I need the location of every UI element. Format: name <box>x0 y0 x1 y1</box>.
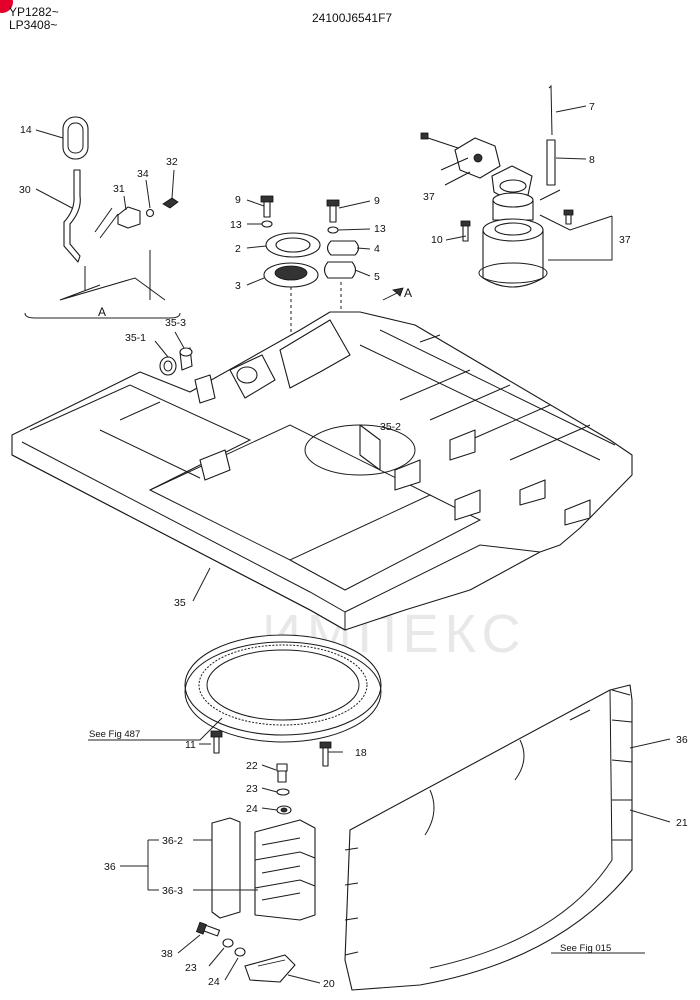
label-13-left: 13 <box>230 219 242 231</box>
upper-frame <box>11 287 633 631</box>
label-7: 7 <box>589 101 595 113</box>
label-3: 3 <box>235 280 241 292</box>
swing-bearing-ring <box>184 634 382 743</box>
serial-range-bottom: LP3408~ <box>9 18 58 32</box>
label-18: 18 <box>355 747 367 759</box>
label-24-lower: 24 <box>208 976 220 988</box>
label-22: 22 <box>246 760 258 772</box>
label-14: 14 <box>20 124 32 136</box>
counterweight-plates <box>211 817 316 921</box>
label-8: 8 <box>589 154 595 166</box>
label-21: 21 <box>676 817 688 829</box>
label-36-right: 36 <box>676 734 688 746</box>
label-11: 11 <box>185 739 196 751</box>
label-36-2: 36-2 <box>162 835 183 847</box>
serial-range-top: YP1282~ <box>9 5 59 19</box>
part-number-labels: 14 30 31 34 32 A 9 13 2 3 9 13 4 5 7 8 3… <box>19 101 688 990</box>
top-cover-hardware <box>260 195 360 420</box>
corner-marker-icon <box>0 0 13 13</box>
label-2: 2 <box>235 243 241 255</box>
label-9-left: 9 <box>235 194 241 206</box>
label-13-right: 13 <box>374 223 386 235</box>
counterweight-bolt-set <box>276 763 292 815</box>
lower-hardware <box>195 921 296 983</box>
label-35-3: 35-3 <box>165 317 186 329</box>
part-code: 24100J6541F7 <box>312 11 393 25</box>
label-5: 5 <box>374 271 380 283</box>
label-4: 4 <box>374 243 380 255</box>
ring-bolts <box>210 730 332 767</box>
counterweight <box>344 684 633 991</box>
label-34: 34 <box>137 168 149 180</box>
leader-lines <box>35 105 671 984</box>
label-36-left: 36 <box>104 861 116 873</box>
swivel-joint-assembly <box>420 84 613 288</box>
label-35-1: 35-1 <box>125 332 146 344</box>
label-35-2: 35-2 <box>380 421 401 433</box>
label-35: 35 <box>174 597 186 609</box>
label-30: 30 <box>19 184 31 196</box>
label-view-a: A <box>98 305 106 319</box>
ref-see-fig-487: See Fig 487 <box>89 729 140 740</box>
label-20: 20 <box>323 978 335 990</box>
label-36-3: 36-3 <box>162 885 183 897</box>
label-23-lower: 23 <box>185 962 197 974</box>
label-23-upper: 23 <box>246 783 258 795</box>
label-38: 38 <box>161 948 173 960</box>
label-9-right: 9 <box>374 195 380 207</box>
label-32: 32 <box>166 156 178 168</box>
mirror-assembly <box>24 116 181 319</box>
label-24-upper: 24 <box>246 803 258 815</box>
label-arrow-a: A <box>404 286 412 300</box>
ref-see-fig-015: See Fig 015 <box>560 943 611 954</box>
label-37-right: 37 <box>619 234 631 246</box>
label-37-left: 37 <box>423 191 435 203</box>
bushings <box>159 347 193 376</box>
label-10: 10 <box>431 234 443 246</box>
label-31: 31 <box>113 183 125 195</box>
